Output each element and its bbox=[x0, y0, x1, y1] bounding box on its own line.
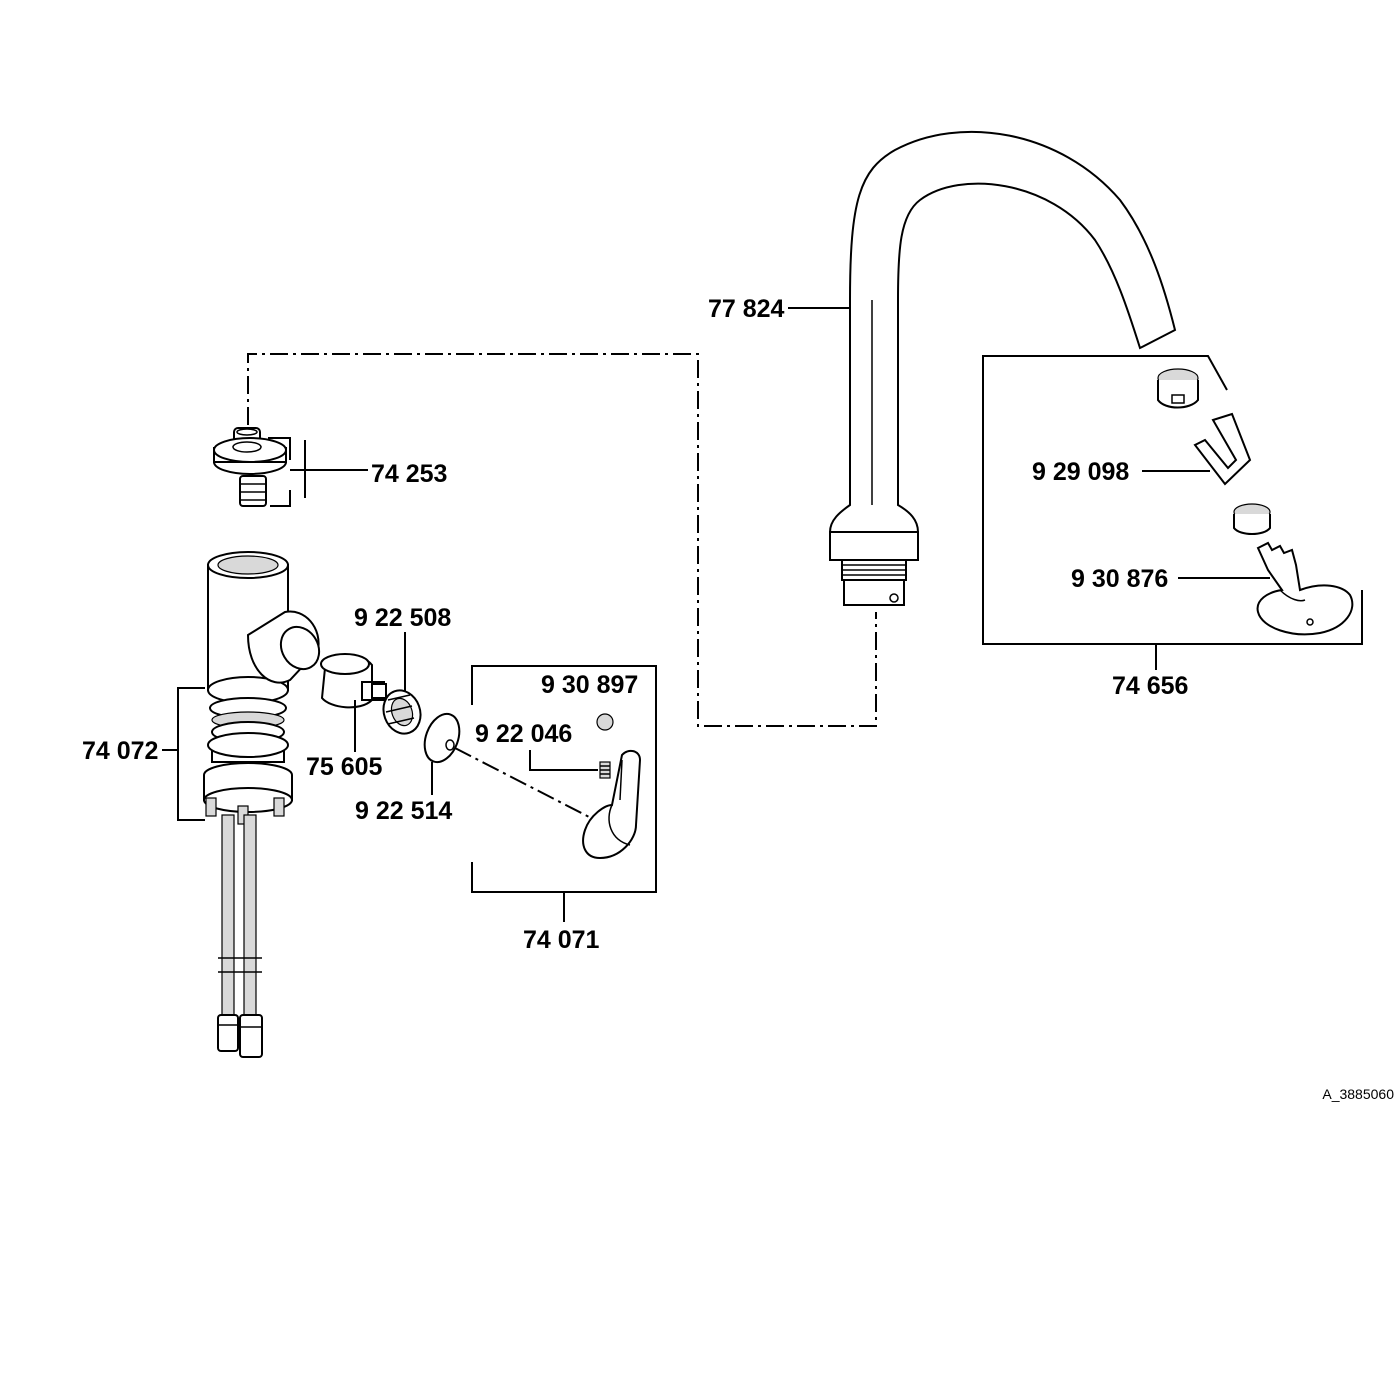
aerator-drawing bbox=[1157, 368, 1199, 409]
screw-leader bbox=[529, 750, 598, 771]
label-aerator-set: 74 656 bbox=[1112, 672, 1188, 700]
label-rosette: 9 22 514 bbox=[355, 797, 452, 825]
label-aerator-key: 9 29 098 bbox=[1032, 458, 1129, 486]
label-screw: 9 22 046 bbox=[475, 720, 572, 748]
label-connector: 74 253 bbox=[371, 460, 447, 488]
label-nut: 9 22 508 bbox=[354, 604, 451, 632]
label-cap: 9 30 897 bbox=[541, 671, 638, 699]
cartridge-drawing bbox=[320, 653, 387, 709]
handle-set-frame bbox=[471, 665, 657, 922]
aerator-set-frame bbox=[982, 355, 1363, 670]
label-cartridge: 75 605 bbox=[306, 753, 383, 781]
rosette-drawing bbox=[423, 712, 461, 764]
body-bracket bbox=[162, 687, 205, 821]
connection-line bbox=[247, 353, 877, 727]
handle-drawing bbox=[582, 749, 642, 860]
spout-drawing bbox=[828, 130, 1177, 606]
screw-drawing bbox=[599, 761, 611, 779]
label-spout: 77 824 bbox=[708, 295, 785, 323]
connector-drawing bbox=[213, 427, 287, 507]
body-drawing bbox=[203, 551, 321, 1058]
drawing-id: A_3885060 bbox=[1322, 1086, 1394, 1102]
aerator-insert-drawing bbox=[1233, 503, 1271, 535]
connector-bracket bbox=[268, 437, 368, 507]
aerator-key-drawing bbox=[1193, 412, 1252, 486]
handle-axis-line bbox=[454, 747, 596, 821]
label-body-set: 74 072 bbox=[82, 737, 158, 765]
label-aerator-wrench: 9 30 876 bbox=[1071, 565, 1168, 593]
nut-drawing bbox=[382, 689, 422, 735]
cap-drawing bbox=[596, 713, 614, 731]
aerator-wrench-drawing bbox=[1256, 541, 1354, 636]
label-handle-set: 74 071 bbox=[523, 926, 600, 954]
